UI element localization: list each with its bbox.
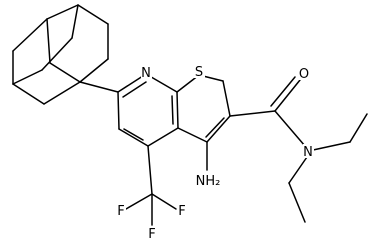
bond	[206, 115, 231, 143]
atom-label-NH2: NH₂	[193, 172, 223, 189]
bond	[123, 128, 144, 141]
bond	[312, 141, 351, 151]
bond	[49, 62, 81, 83]
thiophene-ring	[176, 74, 231, 143]
bond	[288, 182, 306, 223]
fluorine-label: F	[178, 204, 185, 219]
bond	[41, 37, 73, 71]
trifluoromethyl-group	[125, 145, 177, 226]
adamantyl-group	[12, 4, 109, 105]
bond	[12, 83, 45, 105]
fluorine-label: F	[117, 204, 124, 219]
fluorine-label: F	[148, 227, 155, 242]
bond	[177, 127, 208, 143]
atom-label-O: O	[298, 66, 310, 82]
bond	[118, 128, 149, 147]
atom-label-N: N	[141, 65, 152, 81]
bond	[222, 80, 231, 117]
amino-label: NH₂	[196, 174, 221, 189]
sulfur-label: S	[195, 65, 203, 80]
bond	[171, 95, 174, 125]
amide-group	[229, 76, 368, 223]
bond	[46, 18, 51, 64]
bond	[151, 193, 177, 210]
atom-label-F2: F	[177, 203, 187, 219]
atom-label-F3: F	[147, 226, 157, 242]
bond	[270, 76, 296, 107]
oxygen-label: O	[299, 67, 309, 82]
bond	[229, 110, 276, 117]
atom-label-S: S	[194, 64, 205, 80]
atom-label-N-amide: N	[303, 144, 314, 160]
amide-nitrogen-label: N	[303, 145, 313, 160]
atom-label-F1: F	[116, 203, 126, 219]
bond	[205, 117, 225, 138]
bond	[43, 81, 81, 105]
bond	[79, 81, 119, 93]
bond	[117, 91, 120, 130]
bond	[274, 110, 306, 147]
bond	[12, 18, 48, 52]
bond	[12, 69, 43, 85]
bond	[288, 156, 308, 184]
bond	[125, 193, 153, 210]
bond	[147, 145, 153, 195]
bond	[176, 91, 179, 129]
bond	[46, 4, 79, 20]
nitrogen-label: N	[141, 66, 151, 81]
pyridine-ring	[117, 73, 179, 147]
bond	[71, 4, 79, 39]
bond	[77, 4, 109, 25]
bond	[122, 81, 147, 98]
bond	[349, 113, 368, 143]
bond	[147, 127, 179, 147]
bond	[79, 58, 109, 83]
bond	[274, 79, 301, 112]
